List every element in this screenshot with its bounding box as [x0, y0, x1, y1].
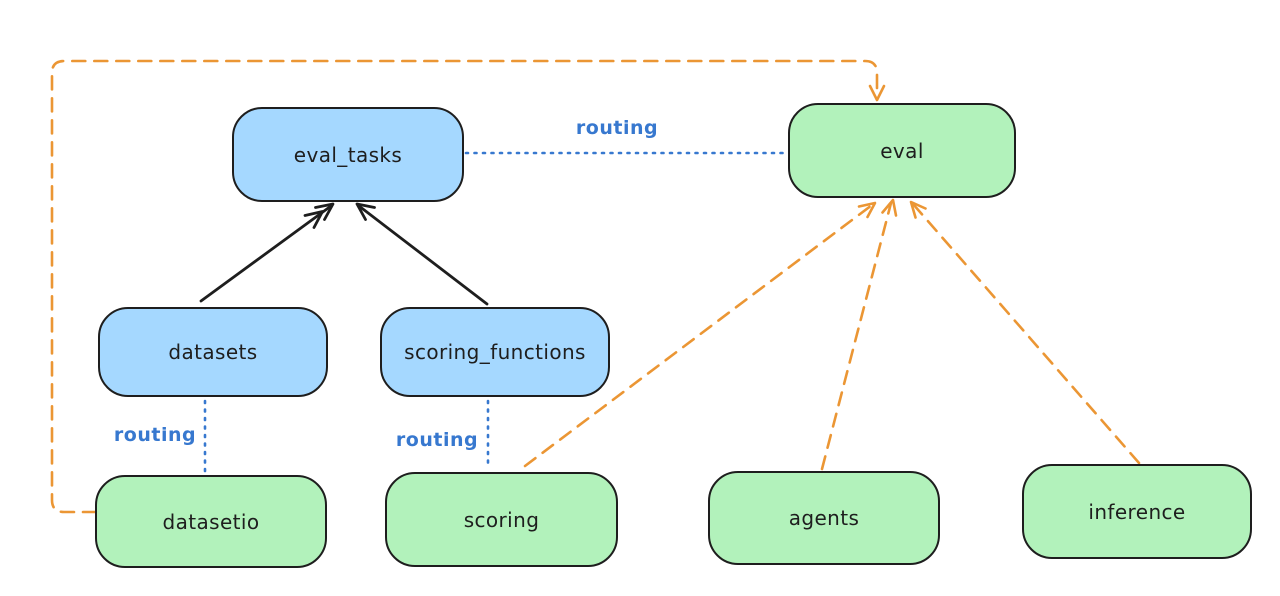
edge-datasetio-to-eval-loop-line: [50, 59, 879, 514]
node-datasetio-label: datasetio: [162, 509, 260, 534]
node-datasetio: datasetio: [95, 475, 327, 568]
node-eval-tasks-label: eval_tasks: [293, 142, 403, 167]
node-agents: agents: [708, 471, 940, 565]
node-scoring-functions: scoring_functions: [380, 307, 610, 397]
routing-label-datasets-datasetio: routing: [113, 424, 197, 446]
edge-scoring-functions-to-eval-tasks-arrowhead: [355, 202, 376, 221]
edge-scoring-to-eval-line: [523, 203, 874, 468]
edge-scoring-to-eval-arrowhead: [857, 201, 877, 219]
node-eval-tasks: eval_tasks: [232, 107, 464, 202]
node-agents-label: agents: [788, 506, 860, 530]
edge-inference-to-eval-arrowhead: [909, 200, 927, 219]
node-datasets-label: datasets: [168, 340, 258, 364]
edge-inference-to-eval-line: [911, 202, 1141, 465]
node-eval-label: eval: [880, 138, 924, 163]
edge-agents-to-eval-arrowhead: [881, 198, 898, 217]
routing-label-scoring-functions-scoring: routing: [395, 429, 479, 451]
node-scoring: scoring: [385, 472, 618, 567]
node-scoring-label: scoring: [463, 507, 540, 532]
edge-scoring-functions-to-eval-tasks-line: [357, 204, 489, 306]
node-inference-label: inference: [1088, 499, 1186, 524]
node-scoring-functions-label: scoring_functions: [404, 340, 586, 364]
edge-datasetio-to-eval-loop-arrowhead: [868, 84, 886, 102]
node-inference: inference: [1022, 464, 1252, 559]
edge-datasets-to-eval-tasks-arrowhead: [303, 202, 335, 229]
routing-label-eval-tasks-eval: routing: [575, 117, 659, 139]
node-datasets: datasets: [98, 307, 328, 397]
node-eval: eval: [788, 103, 1016, 198]
edge-agents-to-eval-line: [820, 201, 893, 471]
edge-datasets-to-eval-tasks-line: [199, 204, 333, 303]
